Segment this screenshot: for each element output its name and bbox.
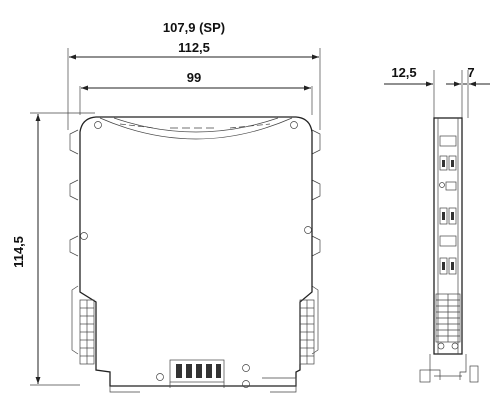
- dimension-lines-side: [384, 70, 490, 118]
- dim-width-sp-label: 107,9 (SP): [163, 20, 225, 35]
- module-side-view: [419, 117, 479, 383]
- dim-side-width-label: 12,5: [391, 65, 416, 80]
- dim-width-total-label: 112,5: [178, 40, 210, 55]
- dim-side-offset-label: 7: [467, 65, 474, 80]
- dim-height-label: 114,5: [11, 236, 26, 268]
- right-vent-grille: [299, 299, 315, 365]
- left-vent-grille: [79, 299, 95, 365]
- dimension-lines-front: [30, 48, 321, 386]
- module-front-view: [69, 116, 321, 393]
- side-vent-grille: [435, 293, 461, 343]
- side-terminals: [439, 135, 457, 275]
- dim-width-inner-label: 99: [187, 70, 201, 85]
- bottom-connector: [169, 359, 225, 388]
